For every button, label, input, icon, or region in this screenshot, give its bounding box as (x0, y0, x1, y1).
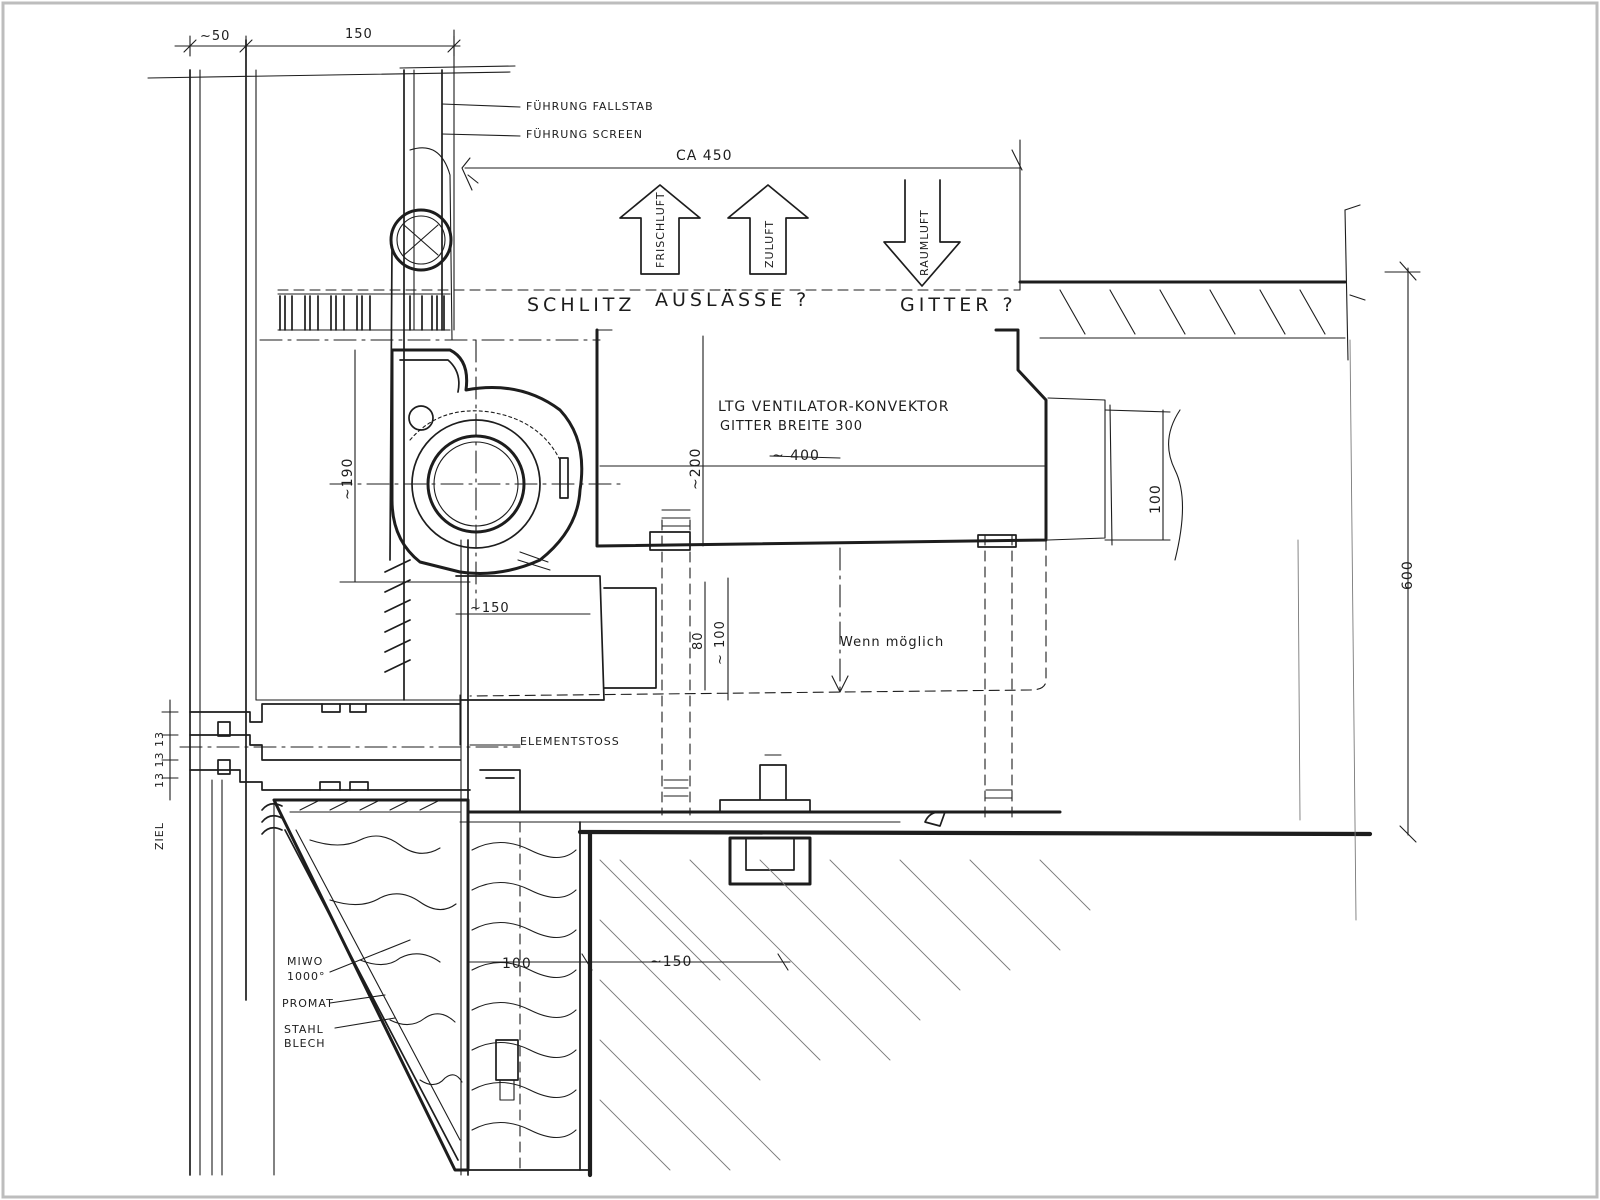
profile-dim-ticks (161, 711, 179, 779)
label-raumluft: RAUMLUFT (918, 209, 931, 276)
dim-200: ~200 (688, 448, 704, 490)
wenn-moeglich-arrow (831, 675, 849, 693)
dim-profile-stack: 13 13 13 (153, 731, 166, 788)
dim-slab-150: ~150 (650, 954, 692, 970)
lower-duct-box (455, 575, 657, 701)
label-frischluft: FRISCHLUFT (654, 191, 667, 268)
label-ziel: ZIEL (153, 822, 166, 850)
dim-80: 80 (691, 631, 706, 650)
label-ltg-line2: GITTER BREITE 300 (720, 419, 863, 434)
label-gitter: GITTER ? (900, 294, 1017, 316)
dim-100-duct: 100 (1148, 484, 1164, 514)
support-left (649, 509, 691, 816)
dim-ca-450: CA 450 (676, 148, 733, 164)
dim-600-line (1384, 261, 1421, 843)
dim-600: 600 (1400, 560, 1416, 590)
dim-ca450-line (461, 139, 1023, 291)
label-fuehrung-screen: FÜHRUNG SCREEN (526, 128, 643, 141)
dim-400: ~ 400 (772, 448, 820, 464)
dim-slab-ticks (581, 953, 789, 971)
dim-100-vertical: ~ 100 (713, 620, 728, 665)
dim-150-upper: ~150 (470, 601, 510, 616)
leader-screen (441, 133, 521, 137)
hatch-below-fan (384, 559, 411, 673)
dim-400-underline (769, 455, 841, 459)
label-zuluft: ZULUFT (763, 220, 776, 268)
concrete-slab (587, 831, 1091, 1178)
leader-miwo (329, 939, 411, 973)
label-schlitz: SCHLITZ (527, 294, 635, 316)
ltg-convector-box (595, 328, 1184, 561)
dim-top-mid: 150 (345, 27, 373, 42)
leader-stahl (334, 1017, 396, 1029)
leader-fallstab (441, 103, 521, 108)
label-ltg-line1: LTG VENTILATOR-KONVEKTOR (718, 399, 949, 415)
insulation-bay (467, 821, 591, 1171)
dim-190: ~190 (340, 458, 356, 500)
label-blech: BLECH (284, 1037, 326, 1050)
upper-slab-right (1018, 204, 1366, 361)
label-elementstoss: ELEMENTSTOSS (520, 735, 620, 748)
dashed-extension (469, 539, 1047, 697)
fan-housing (390, 348, 584, 575)
element-joint-profiles (179, 694, 521, 791)
arrow-raumluft (883, 179, 961, 287)
label-miwo: MIWO (287, 955, 323, 968)
top-dimension (147, 35, 516, 79)
label-auslaesse: AUSLÄSSE ? (655, 288, 810, 311)
faint-vertical-right (1349, 339, 1357, 921)
label-stahl: STAHL (284, 1023, 324, 1036)
arrow-frischluft (619, 184, 701, 275)
cantilever-edge (261, 798, 470, 1172)
grille-slats (277, 293, 451, 331)
label-promat: PROMAT (282, 997, 334, 1010)
floor-build-up (459, 754, 1373, 886)
dim-slab-100: 100 (502, 956, 532, 972)
label-fuehrung-fallstab: FÜHRUNG FALLSTAB (526, 100, 654, 113)
support-right (977, 534, 1017, 821)
arrow-zuluft (727, 184, 809, 275)
dim-top-left: ~50 (200, 29, 230, 44)
label-miwo-1000: 1000° (287, 970, 326, 983)
leader-promat (329, 994, 386, 1004)
faint-vertical-mid (1297, 539, 1301, 821)
label-wenn-moeglich: Wenn möglich (840, 635, 944, 650)
